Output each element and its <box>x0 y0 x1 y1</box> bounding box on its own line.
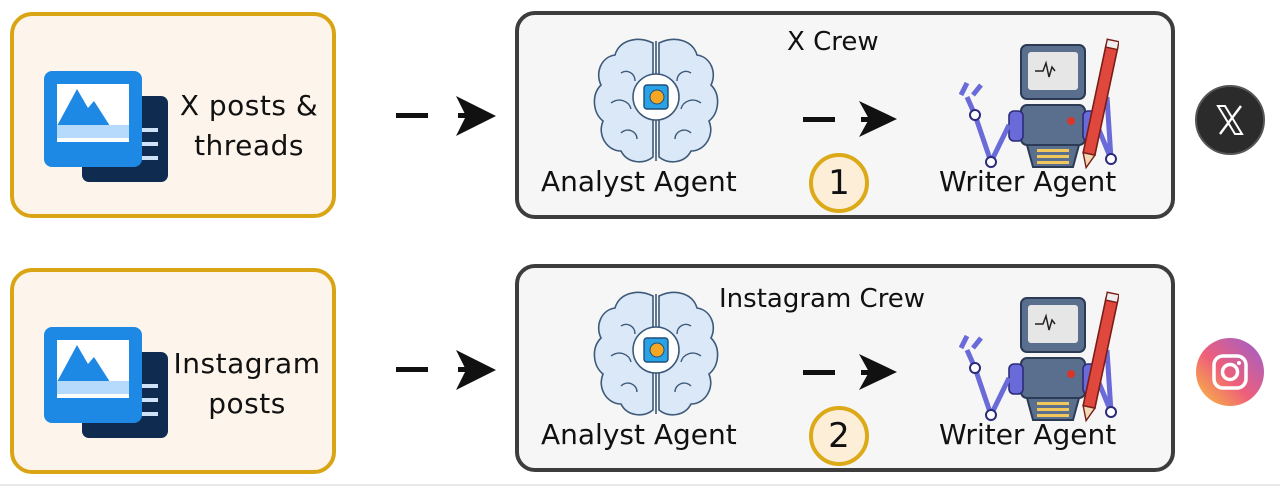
media-posts-icon <box>44 71 168 182</box>
step-badge: 2 <box>809 406 869 466</box>
analyst-agent-label: Analyst Agent <box>541 165 737 198</box>
source-label-line1: Instagram <box>173 347 321 380</box>
crew-title: Instagram Crew <box>719 284 926 314</box>
x-logo-icon <box>1195 85 1265 155</box>
brain-chip-icon <box>593 291 719 416</box>
agent-handoff-arrow-icon <box>803 354 897 390</box>
crew-box-instagram: Instagram Crew Analyst Agent 2 <box>515 264 1175 472</box>
source-label-line1: X posts & <box>179 89 319 122</box>
media-posts-icon <box>44 327 168 438</box>
source-label: X posts & threads <box>164 86 334 166</box>
source-label-line2: posts <box>208 387 286 420</box>
instagram-logo-icon <box>1196 338 1264 406</box>
bottom-divider <box>0 484 1280 486</box>
flow-arrow-icon <box>396 96 496 136</box>
source-box-x: X posts & threads <box>10 12 336 218</box>
writer-agent-label: Writer Agent <box>939 165 1117 198</box>
writer-agent-label: Writer Agent <box>939 418 1117 451</box>
step-badge: 1 <box>809 153 869 213</box>
analyst-agent-label: Analyst Agent <box>541 418 737 451</box>
source-box-instagram: Instagram posts <box>10 268 336 474</box>
crew-title: X Crew <box>787 27 879 57</box>
source-label: Instagram posts <box>162 344 332 424</box>
writer-robot-icon <box>959 38 1119 170</box>
flow-arrow-icon <box>396 350 496 390</box>
writer-robot-icon <box>959 291 1119 423</box>
source-label-line2: threads <box>194 129 304 162</box>
crew-box-x: X Crew Analyst Agent 1 <box>515 11 1175 219</box>
agent-handoff-arrow-icon <box>803 101 897 137</box>
brain-chip-icon <box>593 38 719 163</box>
